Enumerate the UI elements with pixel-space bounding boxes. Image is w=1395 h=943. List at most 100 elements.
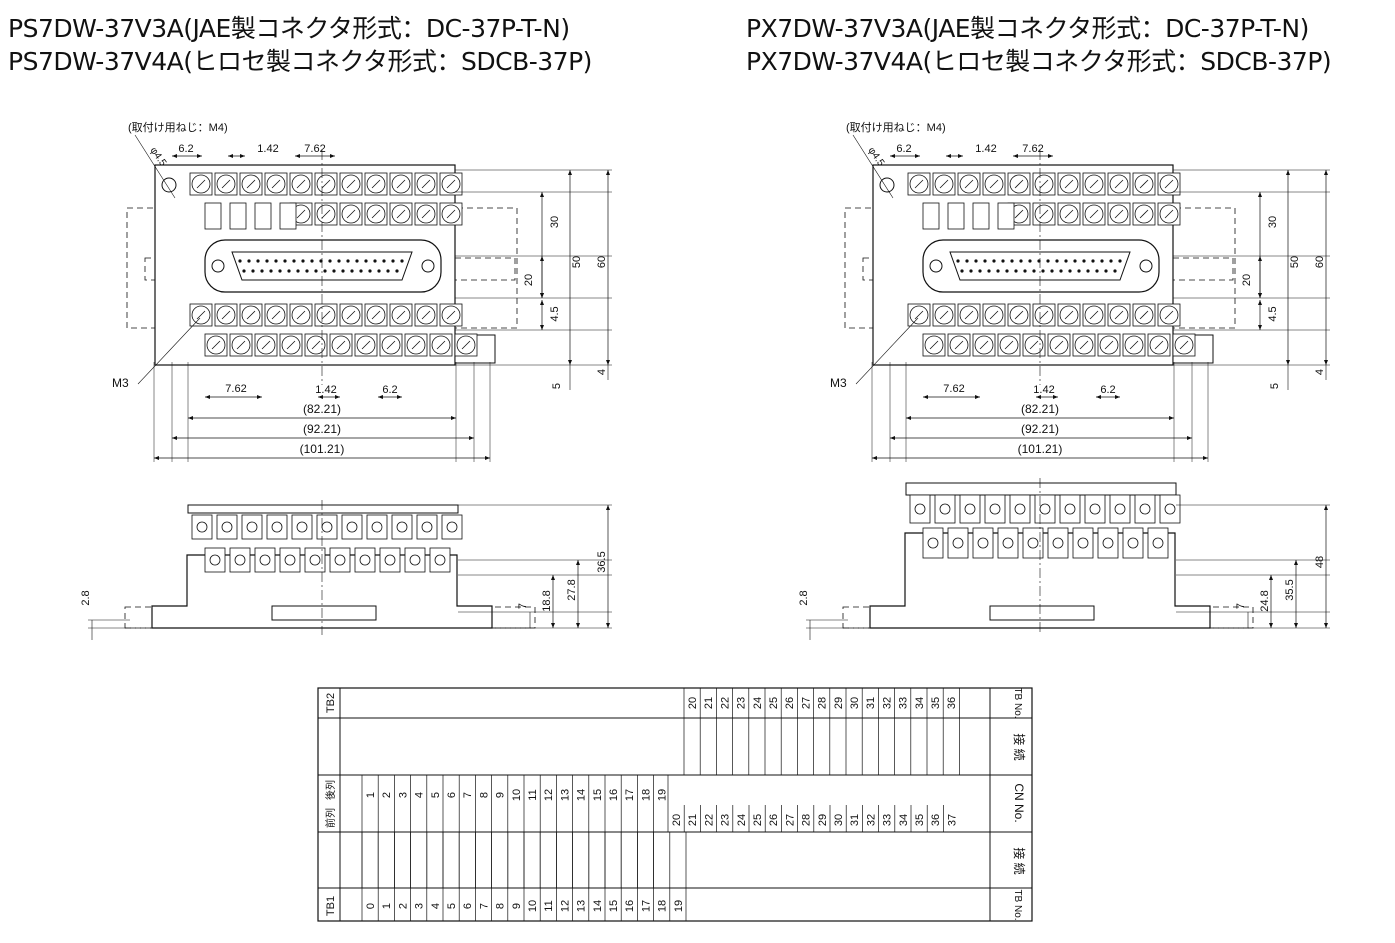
screw-icon [1077,537,1089,549]
screw-icon [371,521,383,533]
tb2-cell: 35 [930,697,942,709]
tb2-label: TB2 [325,693,337,713]
mount-screw-note: (取付け用ねじ：M4) [846,121,946,134]
dim-label: 5 [1269,383,1281,389]
connector-screw-icon [1139,259,1153,273]
dim-label: 20 [1241,274,1253,286]
connection-label: 接 続 [1012,733,1027,760]
arrowhead [1286,360,1290,365]
screw-slot [461,340,471,350]
screw-slot [1079,340,1089,350]
tb1-cell: 15 [608,900,620,912]
pin-dot [1032,269,1036,273]
dim-label: 27.8 [566,579,578,600]
arrowhead [318,395,323,399]
screw-icon [1114,503,1126,515]
tb2-cell: 26 [784,697,796,709]
dim-label: (92.21) [303,422,341,436]
arrowhead [1294,560,1298,565]
screw-slot [396,310,406,320]
pin-dot [1064,259,1068,263]
screw-slot [421,179,431,189]
screw-icon [977,537,989,549]
screw-slot [336,340,346,350]
cn-cell: 5 [430,792,442,798]
screw-slot [296,179,306,189]
pin-dot [992,259,996,263]
pin-slot [997,202,1015,230]
screw-slot [989,179,999,189]
screw-slot [446,310,456,320]
screw-icon [334,554,346,566]
arrowhead [295,154,300,158]
screw-slot [346,179,356,189]
arrowhead [576,560,580,565]
tb2-cell: 27 [800,697,812,709]
dim-label: 60 [596,256,608,268]
arrowhead [540,256,544,261]
arrowhead [469,436,474,440]
screw-slot [1164,179,1174,189]
screw-slot [321,310,331,320]
screw-slot [1039,310,1049,320]
screw-slot [1014,310,1024,320]
screw-icon [284,554,296,566]
screw-slot [1064,310,1074,320]
arrowhead [257,395,262,399]
tb1-cell: 2 [397,903,409,909]
screw-slot [321,179,331,189]
dim-label: 7.62 [304,143,325,155]
screw-slot [1064,179,1074,189]
cn-cell: 23 [720,814,732,826]
pin-dot [391,259,395,263]
arrowhead [540,192,544,197]
screw-slot [436,340,446,350]
dim-label: 7.62 [1022,143,1043,155]
dim-label: 4.5 [1267,306,1279,321]
arrowhead [205,395,210,399]
screw-icon [359,554,371,566]
tb2-cell: 22 [719,697,731,709]
cn-cell: 16 [608,789,620,801]
cn-cell: 6 [446,792,458,798]
screw-slot [1089,209,1099,219]
screw-slot [979,340,989,350]
arrowhead [330,154,335,158]
pin-dot [1082,259,1086,263]
pin-dot [1055,259,1059,263]
pin-dot [1095,269,1099,273]
arrowhead [1294,623,1298,628]
title-right-line2: PX7DW-37V4A(ヒロセ製コネクタ形式：SDCB-37P) [746,47,1332,76]
pin-dot [337,259,341,263]
screw-slot [1089,310,1099,320]
screw-slot [296,209,306,219]
screw-icon [1102,537,1114,549]
pin-dot [974,259,978,263]
screw-icon [196,521,208,533]
arrowhead [188,416,193,420]
tb1-cell: 1 [381,903,393,909]
cn-cell: 25 [752,814,764,826]
cn-cell: 26 [768,814,780,826]
arrowhead [1324,170,1328,175]
screw-icon [914,503,926,515]
screw-slot [346,310,356,320]
pin-dot [956,259,960,263]
pin-dot [310,259,314,263]
pin-dot [1068,269,1072,273]
cn-cell: 33 [882,814,894,826]
dim-label: 7.62 [225,383,246,395]
tb2-cell: 23 [736,697,748,709]
screw-icon [384,554,396,566]
screw-icon [939,503,951,515]
arrowhead [606,505,610,510]
dim-label: 2.8 [80,590,92,605]
pin-dot [1028,259,1032,263]
screw-slot [939,179,949,189]
screw-icon [1164,503,1176,515]
tb2-cell: 30 [849,697,861,709]
tb1-cell: 9 [511,903,523,909]
cn-cell: 32 [865,814,877,826]
